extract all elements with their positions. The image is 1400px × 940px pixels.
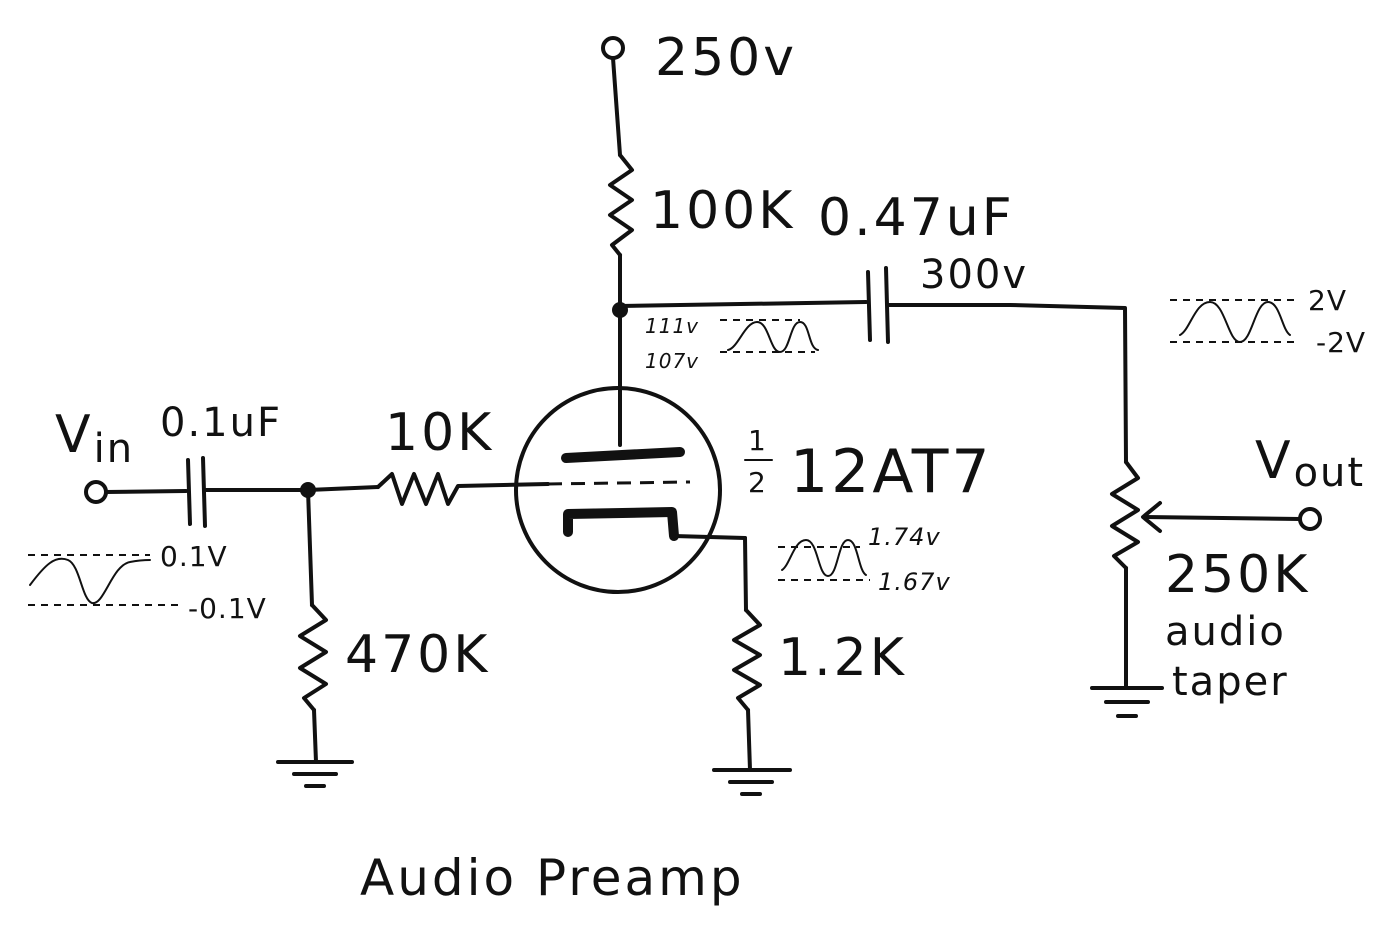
supply-terminal (601, 36, 625, 60)
plate-wave-low-label: 107v (645, 349, 699, 373)
grid-leak-label: 470K (345, 625, 490, 685)
cathode-waveform-icon (781, 538, 867, 578)
cathode-wave-low-label: 1.67v (878, 568, 951, 596)
tube-cathode (563, 507, 679, 541)
output-terminal (1298, 507, 1322, 531)
grid-stopper-label: 10K (385, 403, 494, 463)
tube-type-label: 12AT7 (790, 437, 993, 507)
cap-to-pot-wire (886, 303, 1128, 464)
plate-waveform-icon (727, 320, 819, 354)
input-cap-plate-left (186, 458, 192, 526)
output-cap-plate-left (866, 270, 872, 342)
tube-fraction-denominator: 2 (748, 466, 767, 499)
cathode-resistor-top-wire (743, 536, 748, 612)
tube-envelope (514, 386, 722, 594)
cathode-resistor (732, 608, 762, 712)
cathode-resistor-label: 1.2K (778, 628, 907, 688)
input-wave-high-label: 0.1V (160, 540, 228, 573)
output-cap-label: 0.47uF (818, 188, 1015, 248)
vin-label: Vin (55, 405, 134, 472)
output-wave-low-label: -2V (1316, 326, 1366, 359)
diagram-title: Audio Preamp (360, 849, 745, 907)
output-waveform-icon (1179, 300, 1291, 344)
grid-leak-ground-wire (312, 708, 318, 764)
input-wire (104, 489, 188, 494)
supply-voltage-label: 250v (655, 28, 797, 88)
grid-stopper-resistor (376, 472, 550, 506)
input-waveform-icon (29, 557, 151, 604)
node-to-grid-resistor-wire (306, 485, 380, 492)
plate-to-cap-wire (618, 300, 868, 308)
output-cap-rating-label: 300v (920, 252, 1028, 298)
input-cap-plate-right (201, 456, 207, 528)
pot-value-label: 250K (1165, 545, 1310, 605)
volume-potentiometer (1110, 460, 1140, 570)
plate-resistor (608, 153, 634, 257)
pot-taper-line1: audio (1165, 609, 1286, 655)
tube-grid (547, 480, 691, 486)
output-wave-high-label: 2V (1308, 284, 1347, 317)
tube-fraction-numerator: 1 (748, 424, 767, 457)
vout-label: Vout (1255, 431, 1365, 496)
pot-wiper-wire (1143, 515, 1302, 521)
plate-resistor-label: 100K (650, 181, 795, 241)
cathode-wave-high-label: 1.74v (868, 523, 941, 551)
input-terminal (84, 480, 108, 504)
pot-taper-line2: taper (1172, 659, 1289, 705)
grid-leak-wire (306, 488, 314, 607)
plate-wave-high-label: 111v (645, 314, 699, 338)
input-wave-low-label: -0.1V (188, 592, 267, 625)
pot-wiper-arrow-icon (1141, 501, 1162, 533)
tube-anode (561, 447, 685, 463)
grid-leak-resistor (298, 603, 328, 712)
input-cap-label: 0.1uF (160, 400, 282, 446)
cathode-ground-wire (746, 708, 752, 772)
cathode-wire (672, 534, 747, 540)
supply-wire (611, 56, 622, 157)
